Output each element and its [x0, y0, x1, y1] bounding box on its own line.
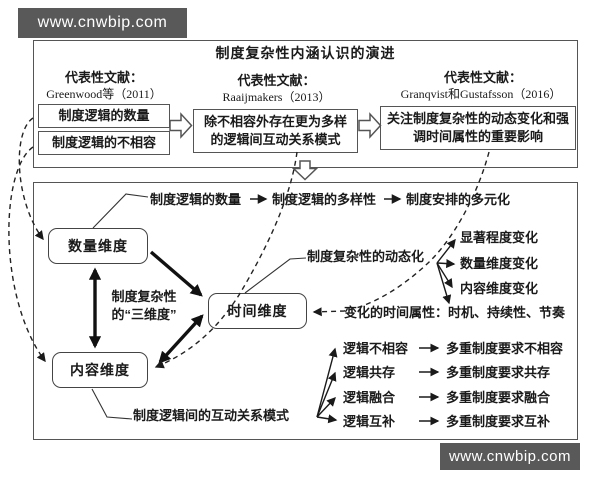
dynamic-change-quantity: 数量维度变化: [460, 256, 539, 271]
chain-logic-quantity: 制度逻辑的数量: [150, 192, 242, 207]
pattern-merge: 逻辑融合: [343, 390, 396, 405]
stage3-box-line2: 调时间属性的重要影响: [412, 129, 543, 144]
core-label-line2: 的“三维度”: [111, 307, 177, 323]
pattern-coexist: 逻辑共存: [343, 365, 396, 380]
stage1-source: Greenwood等（2011）: [46, 87, 162, 101]
chain-logic-diversity: 制度逻辑的多样性: [272, 192, 377, 207]
stage1-header: 代表性文献：: [64, 70, 143, 85]
dimension-quantity-box: 数量维度: [48, 228, 148, 264]
dimension-content-box: 内容维度: [52, 352, 148, 388]
pattern-complement: 逻辑互补: [343, 414, 396, 429]
evolution-title: 制度复杂性内涵认识的演进: [215, 45, 396, 61]
core-three-dimensions-label: 制度复杂性 的“三维度”: [100, 288, 188, 324]
content-interaction-annotation: 制度逻辑间的互动关系模式: [133, 408, 290, 423]
dynamic-change-content: 内容维度变化: [460, 281, 539, 296]
time-attributes-label: 变化的时间属性：时机、持续性、节奏: [344, 305, 566, 320]
stage3-box-line1: 关注制度复杂性的动态变化和强: [386, 111, 569, 127]
stage3-header: 代表性文献：: [443, 70, 522, 85]
pattern-incompatible: 逻辑不相容: [343, 341, 409, 356]
demand-coexist: 多重制度要求共存: [446, 365, 551, 380]
dimension-time-box: 时间维度: [208, 293, 307, 329]
stage2-header: 代表性文献：: [237, 73, 316, 88]
watermark-top: www.cnwbip.com: [18, 8, 187, 38]
time-dynamics-annotation: 制度复杂性的动态化: [307, 249, 425, 264]
stage2-box-interaction-patterns: 除不相容外存在更为多样 的逻辑间互动关系模式: [193, 109, 358, 153]
chain-arrangement-plurality: 制度安排的多元化: [406, 192, 511, 207]
stage1-box-logic-incompatibility: 制度逻辑的不相容: [38, 131, 170, 155]
stage3-box-dynamic-time: 关注制度复杂性的动态变化和强 调时间属性的重要影响: [380, 106, 576, 150]
stage3-source: Granqvist和Gustafsson（2016）: [400, 87, 562, 101]
demand-complement: 多重制度要求互补: [446, 414, 551, 429]
stage2-box-line1: 除不相容外存在更为多样: [203, 114, 347, 130]
core-label-line1: 制度复杂性: [111, 289, 177, 304]
demand-incompatible: 多重制度要求不相容: [446, 341, 564, 356]
watermark-bottom: www.cnwbip.com: [440, 443, 580, 470]
stage1-box-logic-quantity: 制度逻辑的数量: [38, 104, 170, 128]
stage2-box-line2: 的逻辑间互动关系模式: [210, 132, 341, 147]
demand-merge: 多重制度要求融合: [446, 390, 551, 405]
dynamic-change-salience: 显著程度变化: [460, 230, 539, 245]
stage2-source: Raaijmakers（2013）: [222, 90, 331, 104]
